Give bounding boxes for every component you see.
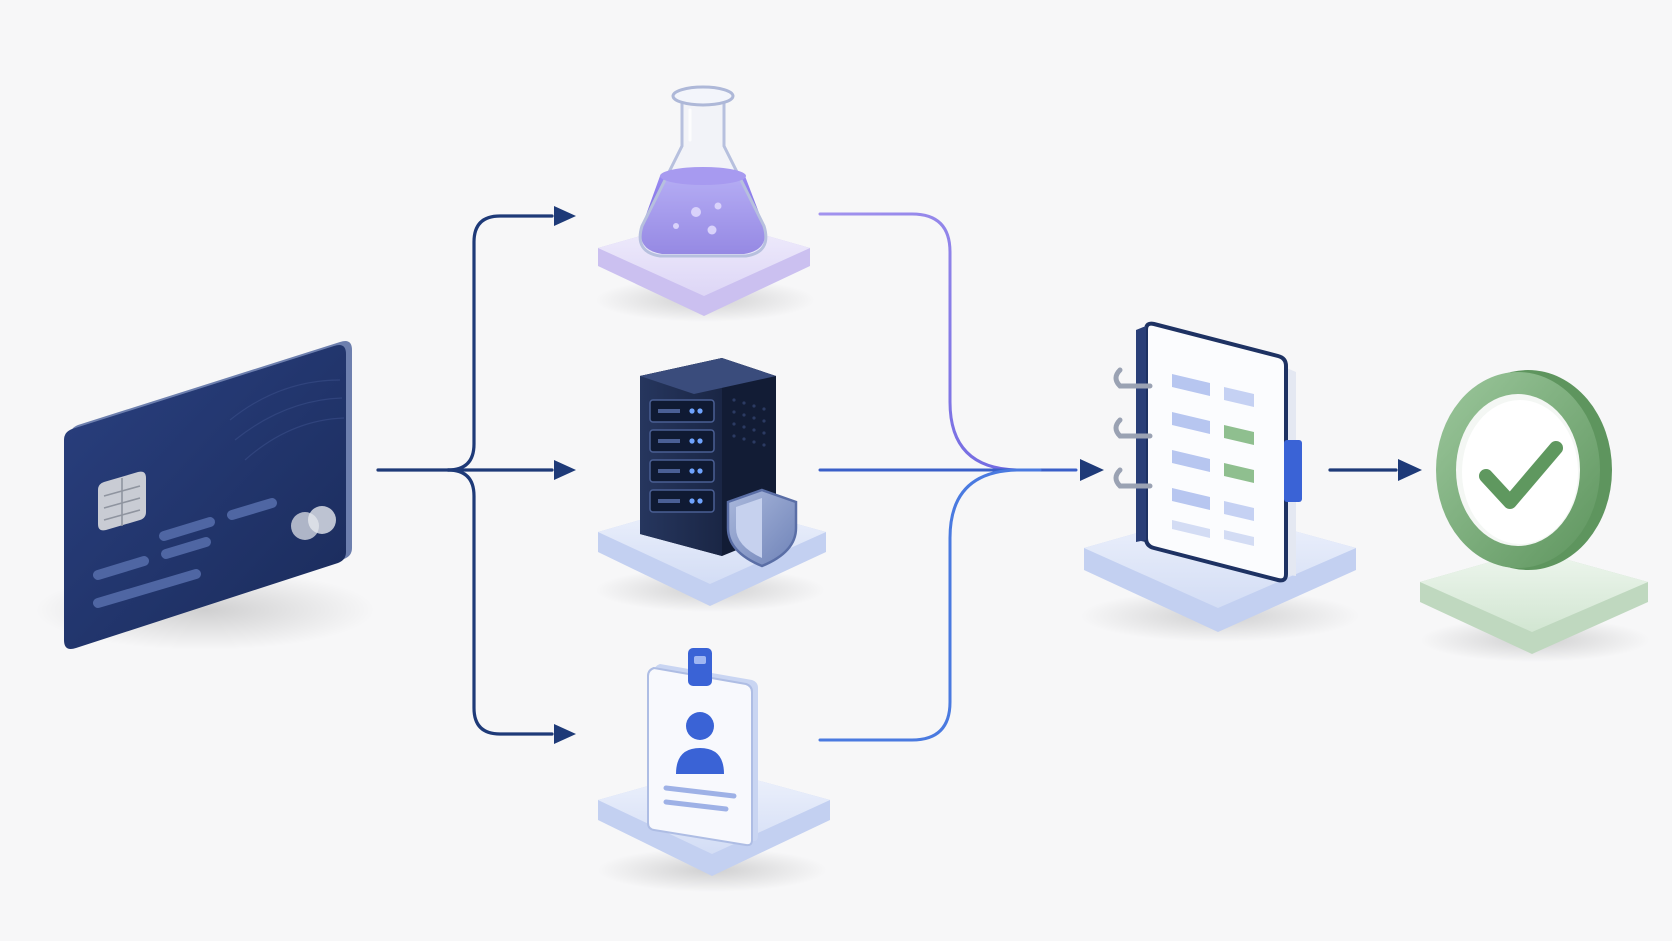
edge-card-to-flask xyxy=(446,214,554,472)
checkmark-icon xyxy=(1436,370,1612,570)
shield-icon xyxy=(726,488,798,568)
notebook-icon xyxy=(1113,321,1302,583)
secure-server-node xyxy=(595,358,826,612)
id-badge-icon xyxy=(647,648,758,847)
ledger-node xyxy=(1080,321,1360,642)
edge-card-to-server-arrow xyxy=(554,460,576,480)
card-chip xyxy=(98,471,146,531)
server-shield-icon xyxy=(640,358,798,568)
edge-ledger-to-check-arrow xyxy=(1398,459,1422,481)
check-platform xyxy=(1420,550,1648,654)
payment-card-node xyxy=(35,341,375,650)
edge-id-to-ledger xyxy=(818,468,1042,742)
edge-flask-to-ledger xyxy=(818,212,1042,472)
flask-icon xyxy=(638,85,768,258)
edge-merge-arrow xyxy=(1080,459,1104,481)
credit-card-icon xyxy=(64,341,352,649)
ledger-cells xyxy=(1172,374,1254,546)
edge-card-to-flask-arrow xyxy=(554,206,576,226)
edge-card-to-id xyxy=(446,468,554,736)
test-lab-node xyxy=(595,85,815,322)
edge-card-to-id-arrow xyxy=(554,724,576,744)
identity-node xyxy=(597,648,830,892)
approved-node xyxy=(1420,370,1650,662)
edges xyxy=(376,206,1422,744)
